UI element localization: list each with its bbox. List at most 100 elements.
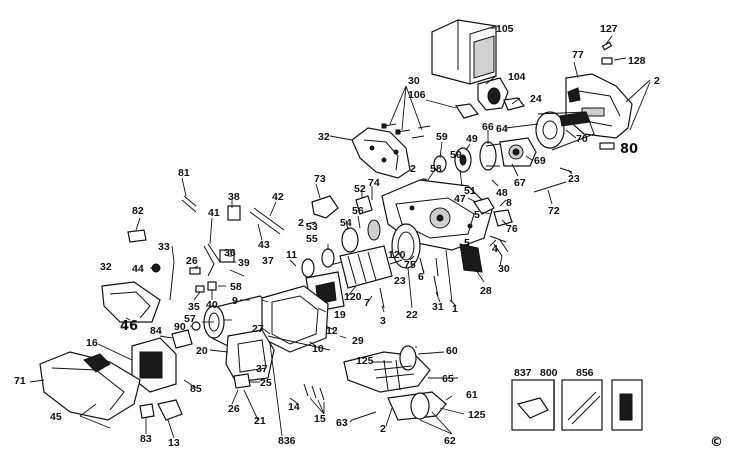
label-35: 35 xyxy=(188,301,200,313)
label-104: 104 xyxy=(508,71,526,83)
label-81: 81 xyxy=(178,167,190,179)
accessory-800-box xyxy=(561,379,603,431)
lower-handle-shape xyxy=(39,351,141,421)
bag-adapter-shape xyxy=(477,77,509,111)
pin-31-shape xyxy=(433,275,439,297)
label-2-a: 2 xyxy=(654,75,660,87)
part-24-shape xyxy=(503,97,526,111)
label-33: 33 xyxy=(158,241,170,253)
label-2-b: 2 xyxy=(410,163,416,175)
part-128-shape xyxy=(601,57,613,65)
label-28-b: 13 xyxy=(168,437,180,449)
label-16: 16 xyxy=(86,337,98,349)
terminal-26-shape xyxy=(189,267,201,275)
part-83-shape xyxy=(139,403,155,419)
label-20: 20 xyxy=(196,345,208,357)
pin-72-shape xyxy=(533,181,567,193)
label-77: 77 xyxy=(572,49,584,61)
label-82: 82 xyxy=(132,205,144,217)
label-48: 48 xyxy=(496,187,508,199)
belt-assembly-shape xyxy=(535,111,595,151)
label-29: 29 xyxy=(352,335,364,347)
top-housing-shape xyxy=(351,127,411,179)
plate-10-shape xyxy=(267,335,331,351)
label-11: 11 xyxy=(286,249,297,261)
label-80: 80 xyxy=(620,142,638,157)
label-9: 9 xyxy=(232,295,238,307)
label-83: 83 xyxy=(140,433,152,445)
label-30-a: 30 xyxy=(408,75,420,87)
label-37-b: 37 xyxy=(256,363,268,375)
bar-42-shape xyxy=(249,207,285,235)
label-800: 856 xyxy=(576,367,594,379)
label-54: 54 xyxy=(340,217,352,229)
label-120-b: 120 xyxy=(344,291,362,303)
switch-box-shape xyxy=(131,329,275,393)
accessory-836-box xyxy=(511,379,555,431)
label-70: 70 xyxy=(576,133,588,145)
label-49: 49 xyxy=(466,133,478,145)
label-26-b: 26 xyxy=(228,403,240,415)
wire-41-shape xyxy=(203,243,221,277)
switch-38-shape xyxy=(227,205,241,221)
pin-33-shape xyxy=(169,261,175,301)
label-58-a: 58 xyxy=(430,163,442,175)
brush-40-shape xyxy=(207,281,217,291)
label-8: 8 xyxy=(506,197,512,209)
screws-30-lower-shape xyxy=(493,239,509,257)
trigger-73-shape xyxy=(311,195,339,219)
label-53: 53 xyxy=(306,221,318,233)
part-84-shape xyxy=(171,329,193,349)
label-41: 41 xyxy=(208,207,220,219)
label-1: 1 xyxy=(452,303,458,315)
label-75: 75 xyxy=(404,259,416,271)
label-120-a: 120 xyxy=(388,249,406,261)
label-62: 62 xyxy=(444,435,456,447)
label-28-a: 28 xyxy=(480,285,492,297)
label-85: 85 xyxy=(190,383,202,395)
label-90: 90 xyxy=(174,321,186,333)
screws-15-shape xyxy=(303,383,325,401)
copyright-mark: © xyxy=(710,435,723,450)
label-21: 21 xyxy=(254,415,266,427)
gear-housing-shape xyxy=(499,137,537,167)
label-38: 38 xyxy=(228,191,240,203)
label-46: 46 xyxy=(120,319,138,334)
part-52-shape xyxy=(355,195,373,215)
platen-assembly-shape xyxy=(343,345,447,421)
part-25-shape xyxy=(233,373,251,389)
label-64: 64 xyxy=(496,123,508,135)
label-58-b: 58 xyxy=(230,281,242,293)
pin-127-shape xyxy=(601,41,613,51)
label-105: 105 xyxy=(496,23,514,35)
label-24: 24 xyxy=(530,93,542,105)
label-128: 128 xyxy=(628,55,646,67)
label-837: 800 xyxy=(540,367,558,379)
label-66: 66 xyxy=(482,121,494,133)
label-40: 40 xyxy=(206,299,218,311)
label-3: 3 xyxy=(380,315,386,327)
label-37-a: 37 xyxy=(262,255,274,267)
label-63: 63 xyxy=(336,417,348,429)
label-30-b: 30 xyxy=(498,263,510,275)
label-84: 84 xyxy=(150,325,162,337)
pin-63-shape xyxy=(351,411,377,421)
label-43: 43 xyxy=(258,239,270,251)
wire-81-shape xyxy=(181,195,197,213)
label-14: 14 xyxy=(288,401,300,413)
label-125-b: 125 xyxy=(468,409,486,421)
screw-4-shape xyxy=(489,235,507,243)
label-51: 51 xyxy=(464,185,476,197)
label-32-b: 32 xyxy=(100,261,112,273)
part-76-shape xyxy=(493,209,513,227)
label-106: 106 xyxy=(408,89,426,101)
block-82-shape xyxy=(127,229,147,243)
label-56: 56 xyxy=(352,205,364,217)
plate-80-shape xyxy=(599,142,615,150)
label-7: 7 xyxy=(364,297,370,309)
label-72: 72 xyxy=(548,205,560,217)
part-47-shape xyxy=(473,197,495,215)
screw-23-shape xyxy=(559,167,573,173)
label-59: 59 xyxy=(436,131,448,143)
